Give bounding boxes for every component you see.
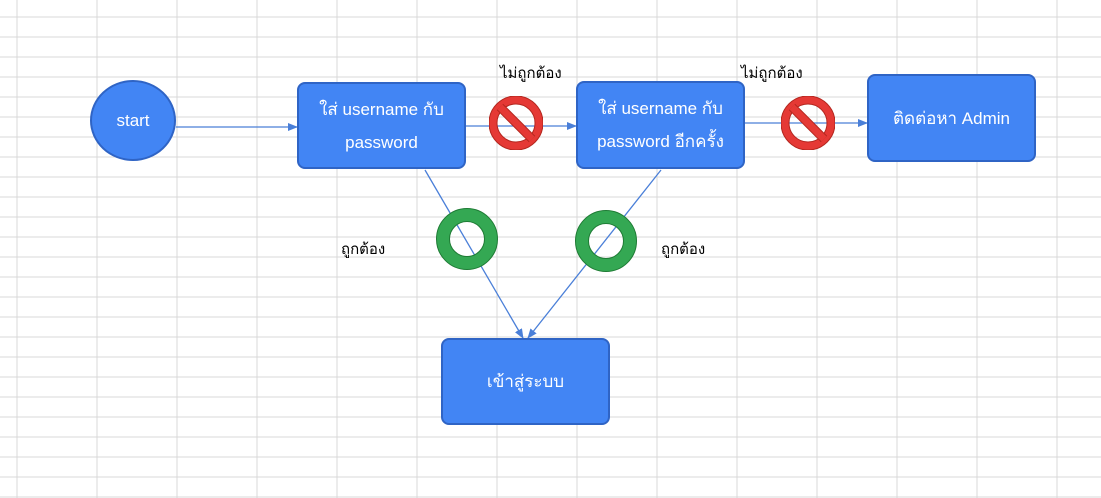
enter-system-node[interactable]: เข้าสู่ระบบ xyxy=(441,338,610,425)
correct-label-1: ถูกต้อง xyxy=(341,241,386,258)
check-circle-icon xyxy=(575,210,637,272)
check-circle-icon xyxy=(436,208,498,270)
enter-credentials-line1: ใส่ username กับ xyxy=(319,99,444,119)
enter-credentials-line2: password xyxy=(345,132,418,152)
no-entry-icon xyxy=(489,96,543,150)
enter-system-label: เข้าสู่ระบบ xyxy=(486,372,565,391)
start-label: start xyxy=(116,111,150,130)
retry-credentials-line1: ใส่ username กับ xyxy=(598,99,723,118)
incorrect-label-2: ไม่ถูกต้อง xyxy=(741,65,803,82)
start-node[interactable]: start xyxy=(90,80,176,161)
incorrect-label-1: ไม่ถูกต้อง xyxy=(500,65,562,82)
enter-credentials-node[interactable]: ใส่ username กับ password xyxy=(297,82,466,169)
contact-admin-label: ติดต่อหา Admin xyxy=(893,108,1010,128)
contact-admin-node[interactable]: ติดต่อหา Admin xyxy=(867,74,1036,162)
retry-credentials-node[interactable]: ใส่ username กับ password อีกครั้ง xyxy=(576,81,745,169)
no-entry-icon xyxy=(781,96,835,150)
arrow-step1-to-enter xyxy=(424,169,524,339)
retry-credentials-line2: password อีกครั้ง xyxy=(597,132,724,151)
correct-label-2: ถูกต้อง xyxy=(661,241,706,258)
